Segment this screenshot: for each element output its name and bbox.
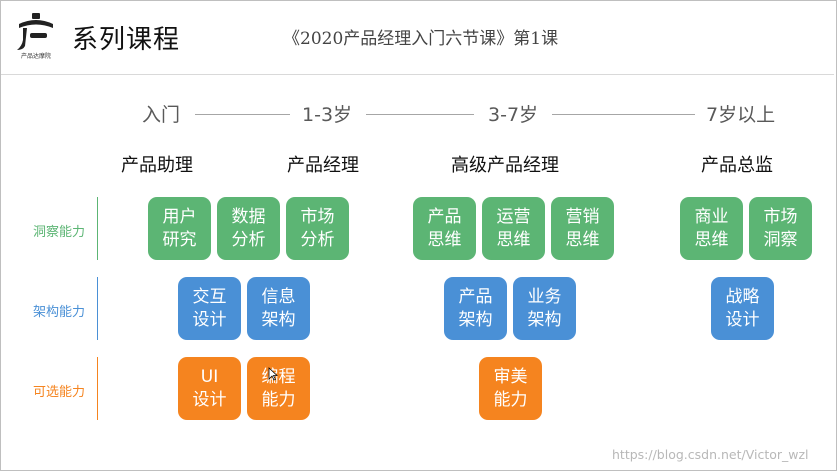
timeline-line [195, 114, 290, 115]
skill-product-architecture: 产品架构 [444, 277, 507, 340]
skill-marketing-thinking: 营销思维 [551, 197, 614, 260]
timeline-line [366, 114, 474, 115]
skill-data-analysis: 数据分析 [217, 197, 280, 260]
mouse-cursor-icon [268, 367, 278, 381]
skill-interaction-design: 交互设计 [178, 277, 241, 340]
skill-user-research: 用户研究 [148, 197, 211, 260]
page-title: 系列课程 [72, 25, 181, 55]
skill-operations-thinking: 运营思维 [482, 197, 545, 260]
row-divider [97, 197, 98, 260]
stage-7-plus: 7岁以上 [706, 104, 776, 126]
row-divider [97, 357, 98, 420]
skill-market-insight: 市场洞察 [749, 197, 812, 260]
logo-caption: 产品达摩院 [20, 53, 51, 60]
watermark-url: https://blog.csdn.net/Victor_wzl [612, 447, 809, 462]
course-subtitle: 《2020产品经理入门六节课》第1课 [283, 29, 559, 49]
stage-3-7: 3-7岁 [488, 104, 539, 126]
stage-entry: 入门 [142, 104, 181, 126]
logo-icon [17, 13, 53, 50]
skill-business-thinking: 商业思维 [680, 197, 743, 260]
row-divider [97, 277, 98, 340]
timeline-line [552, 114, 695, 115]
row-label-optional: 可选能力 [33, 385, 86, 400]
header-divider [1, 74, 834, 75]
skill-product-thinking: 产品思维 [413, 197, 476, 260]
skill-information-architecture: 信息架构 [247, 277, 310, 340]
skill-business-architecture: 业务架构 [513, 277, 576, 340]
skill-programming: 编程能力 [247, 357, 310, 420]
role-product-director: 产品总监 [701, 155, 773, 176]
skill-aesthetics: 审美能力 [479, 357, 542, 420]
skill-strategy-design: 战略设计 [711, 277, 774, 340]
skill-market-analysis: 市场分析 [286, 197, 349, 260]
stage-1-3: 1-3岁 [302, 104, 353, 126]
row-label-insight: 洞察能力 [33, 225, 86, 240]
role-product-assistant: 产品助理 [121, 155, 193, 176]
role-product-manager: 产品经理 [287, 155, 359, 176]
role-senior-product-manager: 高级产品经理 [451, 155, 559, 176]
row-label-architecture: 架构能力 [33, 305, 86, 320]
